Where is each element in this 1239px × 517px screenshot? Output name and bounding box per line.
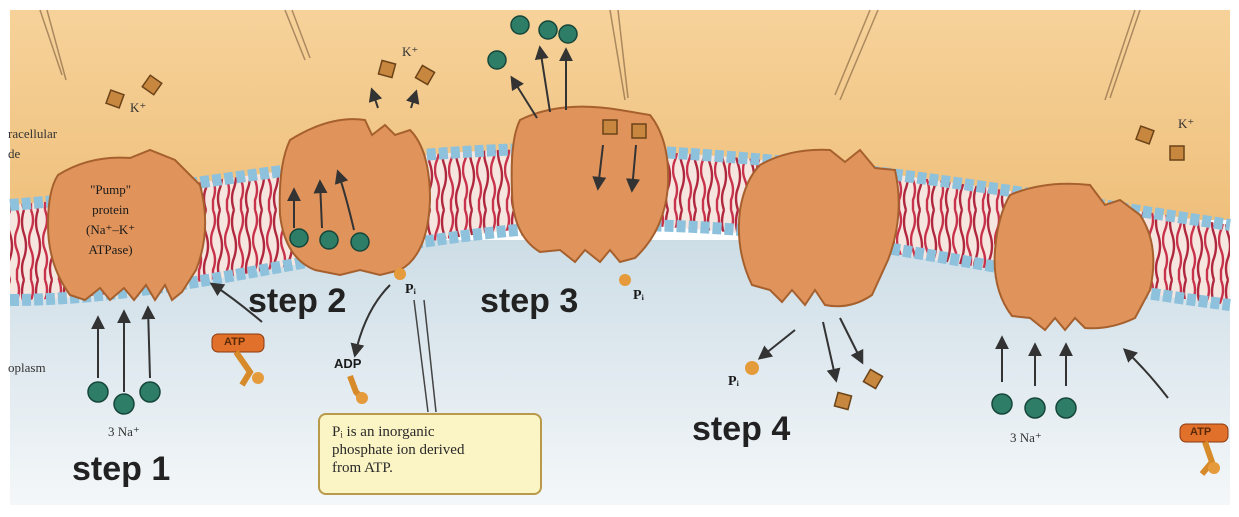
phosphate-callout-box: Pᵢ is an inorganic phosphate ion derived… xyxy=(318,413,542,495)
phosphate-group xyxy=(619,274,631,286)
callout-line-2: phosphate ion derived xyxy=(332,441,528,459)
potassium-ion xyxy=(603,120,617,134)
step-2-label: step 2 xyxy=(248,282,346,321)
atp-label: ATP xyxy=(1190,426,1211,438)
sodium-ion xyxy=(1056,398,1076,418)
sodium-ion xyxy=(290,229,308,247)
atp-label: ATP xyxy=(224,336,245,348)
step-4-label: step 4 xyxy=(692,410,790,449)
extracellular-label: racellular xyxy=(8,126,57,142)
pump-protein-2 xyxy=(280,119,430,275)
sodium-ion xyxy=(992,394,1012,414)
callout-line-3: from ATP. xyxy=(332,459,528,477)
adp-label: ADP xyxy=(334,356,361,371)
potassium-label: K⁺ xyxy=(130,100,146,116)
callout-line-1: Pᵢ is an inorganic xyxy=(332,423,528,441)
sodium-count-label: 3 Na⁺ xyxy=(108,424,140,440)
sodium-count-label: 3 Na⁺ xyxy=(1010,430,1042,446)
sodium-ion xyxy=(140,382,160,402)
phosphate-label: Pᵢ xyxy=(728,374,739,390)
phosphate-group xyxy=(394,268,406,280)
pump-protein-label: "Pump" protein (Na⁺–K⁺ ATPase) xyxy=(86,180,135,260)
potassium-ion xyxy=(378,60,395,77)
cytoplasm-label: oplasm xyxy=(8,360,46,376)
sodium-ion xyxy=(351,233,369,251)
step-3-label: step 3 xyxy=(480,282,578,321)
pump-protein-4 xyxy=(739,150,899,306)
phosphate-label: Pᵢ xyxy=(633,288,644,304)
step-1-label: step 1 xyxy=(72,450,170,489)
sodium-ion xyxy=(114,394,134,414)
sodium-ion xyxy=(559,25,577,43)
potassium-label: K⁺ xyxy=(402,44,418,60)
sodium-ion xyxy=(488,51,506,69)
potassium-ion xyxy=(1170,146,1184,160)
sodium-ion xyxy=(539,21,557,39)
potassium-ion xyxy=(834,392,851,409)
sodium-ion xyxy=(511,16,529,34)
phosphate-group xyxy=(745,361,759,375)
potassium-ion xyxy=(632,124,646,138)
extracellular-label-2: de xyxy=(8,146,20,162)
phosphate-label: Pᵢ xyxy=(405,282,416,298)
sodium-ion xyxy=(1025,398,1045,418)
sodium-ion xyxy=(88,382,108,402)
potassium-label: K⁺ xyxy=(1178,116,1194,132)
sodium-ion xyxy=(320,231,338,249)
